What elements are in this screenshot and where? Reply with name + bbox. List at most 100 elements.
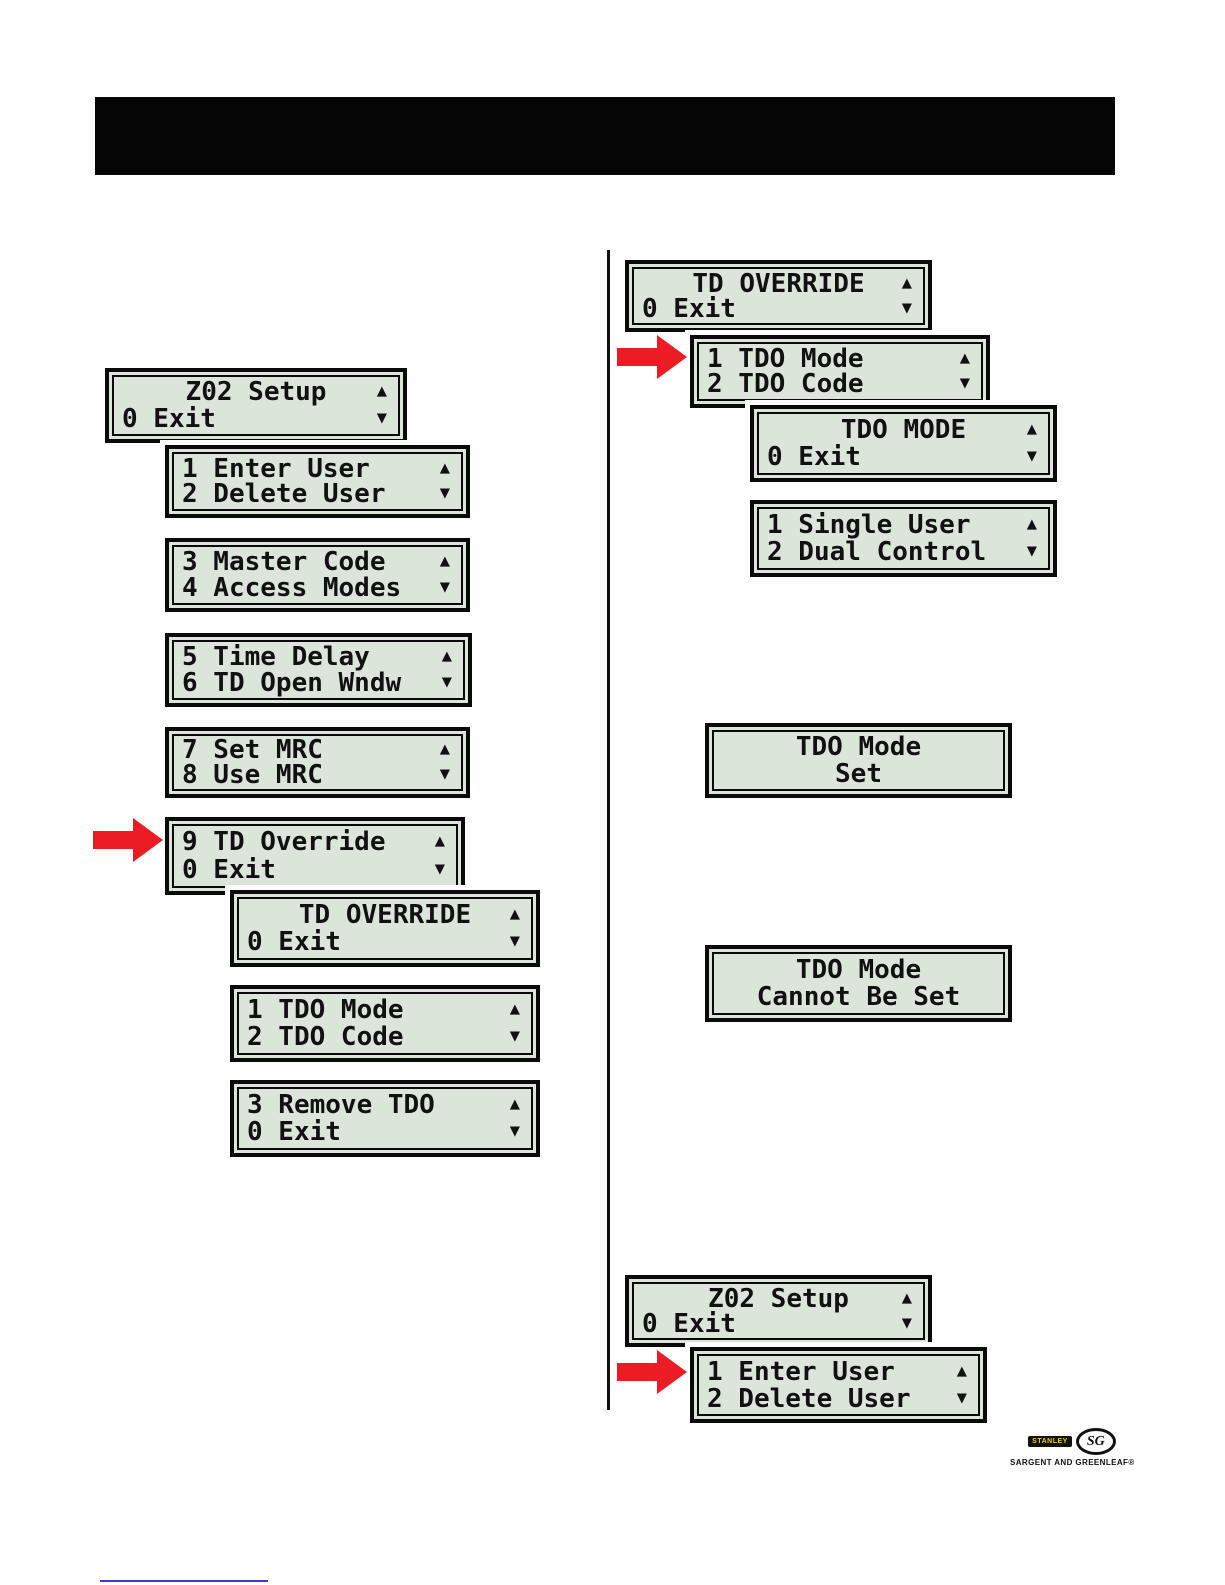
- lcd-frame: 1 Single User▲2 Dual Control▼: [750, 500, 1057, 577]
- lcd-line: 2 Delete User ▼: [707, 1383, 970, 1414]
- down-arrow-icon: ▼: [1026, 446, 1037, 467]
- lcd-text: 1 Enter User: [707, 1356, 895, 1387]
- lcd-text: Z02 Setup: [185, 377, 327, 408]
- down-arrow-icon: ▼: [959, 373, 970, 394]
- lcd-line: 0 Exit ▼: [642, 1308, 915, 1339]
- lcd-line: Z02 Setup▲: [122, 377, 390, 408]
- lcd-line: 0 Exit▼: [247, 1117, 523, 1147]
- arrow-head: [657, 335, 687, 379]
- lcd-line: 3 Master Code ▲: [182, 547, 453, 577]
- lcd-line: 0 Exit▼: [642, 294, 915, 324]
- lcd-text: 5 Time Delay: [182, 642, 370, 672]
- arrow-tail: [93, 831, 135, 849]
- up-arrow-icon: ▲: [509, 903, 520, 924]
- down-arrow-icon: ▼: [901, 1312, 912, 1333]
- lcd-remove-tdo: 3 Remove TDO ▲ 0 Exit▼: [225, 1075, 545, 1162]
- lcd-line: 0 Exit▼: [767, 442, 1040, 472]
- up-arrow-icon: ▲: [959, 347, 970, 368]
- lcd-frame: 9 TD Override ▲ 0 Exit▼: [165, 817, 465, 895]
- up-arrow-icon: ▲: [901, 272, 912, 293]
- lcd-text: 1 TDO Mode: [707, 343, 864, 374]
- stanley-badge: STANLEY: [1028, 1436, 1072, 1447]
- up-arrow-icon: ▲: [434, 830, 445, 851]
- lcd-line: Cannot Be Set: [722, 982, 995, 1012]
- lcd-line: TD OVERRIDE ▲: [247, 899, 523, 930]
- pointer-arrow-icon: [93, 818, 163, 862]
- lcd-frame: 3 Master Code▲4 Access Modes▼: [165, 538, 470, 612]
- lcd-text: 1 Enter User: [182, 453, 370, 484]
- arrow-head: [657, 1350, 687, 1394]
- arrow-tail: [617, 1363, 659, 1381]
- lcd-line: 5 Time Delay▲: [182, 642, 455, 672]
- lcd-line: TDO Mode: [722, 732, 995, 763]
- lcd-text: 2 Delete User: [707, 1383, 911, 1414]
- sg-monogram-text: SG: [1086, 1433, 1105, 1449]
- lcd-line: 1 TDO Mode ▲: [707, 343, 973, 374]
- down-arrow-icon: ▼: [509, 1121, 520, 1142]
- lcd-text: 1 Single User: [767, 509, 971, 540]
- lcd-text: 0 Exit: [122, 403, 216, 434]
- lcd-time-delay-td-open-wndw: 5 Time Delay▲6 TD Open Wndw▼: [160, 628, 477, 712]
- lcd-line: Set: [722, 758, 995, 789]
- lcd-text: 9 TD Override: [182, 827, 386, 857]
- logo-marks: STANLEY SG: [1010, 1428, 1134, 1455]
- down-arrow-icon: ▼: [956, 1387, 967, 1408]
- pointer-arrow-icon: [617, 335, 687, 379]
- lcd-text: Z02 Setup: [708, 1283, 849, 1314]
- lcd-text: TDO Mode: [795, 954, 922, 985]
- lcd-line: 8 Use MRC▼: [182, 759, 453, 790]
- lcd-text: TD OVERRIDE: [298, 899, 472, 930]
- lcd-line: 0 Exit▼: [182, 855, 448, 885]
- lcd-td-override-title-right: TD OVERRIDE ▲0 Exit▼: [620, 255, 937, 337]
- lcd-text: 3 Master Code: [182, 547, 386, 577]
- up-arrow-icon: ▲: [901, 1287, 912, 1308]
- lcd-text: 0 Exit: [182, 855, 276, 885]
- lcd-display: 1 Single User▲2 Dual Control▼: [757, 507, 1050, 570]
- lcd-enter-delete-user-right: 1 Enter User▲2 Delete User▼: [685, 1342, 992, 1428]
- lcd-single-user-dual-control: 1 Single User▲2 Dual Control▼: [745, 495, 1062, 582]
- up-arrow-icon: ▲: [439, 550, 450, 571]
- lcd-line: 9 TD Override ▲: [182, 827, 448, 857]
- lcd-td-override-title-left: TD OVERRIDE▲0 Exit▼: [225, 885, 545, 972]
- up-arrow-icon: ▲: [509, 1093, 520, 1114]
- lcd-frame: 1 TDO Mode▲2 TDO Code▼: [230, 985, 540, 1062]
- lcd-display: Z02 Setup ▲ 0 Exit ▼: [632, 1282, 925, 1340]
- lcd-frame: 7 Set MRC▲8 Use MRC▼: [165, 727, 470, 798]
- lcd-text: 8 Use MRC: [182, 759, 323, 790]
- lcd-display: TD OVERRIDE▲0 Exit▼: [237, 897, 533, 960]
- up-arrow-icon: ▲: [509, 998, 520, 1019]
- up-arrow-icon: ▲: [439, 457, 450, 478]
- lcd-text: TD OVERRIDE: [692, 268, 865, 299]
- lcd-text: 0 Exit: [642, 1308, 736, 1339]
- lcd-text: 3 Remove TDO: [247, 1089, 435, 1120]
- lcd-text: TDO MODE: [840, 414, 967, 445]
- lcd-line: 1 Enter User ▲: [182, 453, 453, 484]
- sg-monogram-icon: SG: [1075, 1428, 1116, 1455]
- footer-link-rule: [100, 1580, 268, 1582]
- lcd-frame: 1 Enter User▲2 Delete User▼: [690, 1347, 987, 1423]
- lcd-display: 1 TDO Mode▲2 TDO Code▼: [237, 992, 533, 1055]
- lcd-line: 3 Remove TDO ▲: [247, 1089, 523, 1120]
- lcd-display: 1 Enter User▲2 Delete User▼: [172, 452, 463, 511]
- lcd-line: TDO MODE ▲: [767, 414, 1040, 445]
- lcd-text: Set: [835, 758, 882, 789]
- lcd-display: 1 Enter User▲2 Delete User▼: [697, 1354, 980, 1416]
- lcd-master-code-access-modes: 3 Master Code▲4 Access Modes▼: [160, 533, 475, 617]
- up-arrow-icon: ▲: [439, 739, 450, 760]
- lcd-line: 7 Set MRC▲: [182, 735, 453, 765]
- lcd-text: TDO Mode: [795, 732, 922, 763]
- sargent-greenleaf-logo: STANLEY SG SARGENT AND GREENLEAF®: [1010, 1428, 1134, 1467]
- lcd-frame: 3 Remove TDO ▲ 0 Exit▼: [230, 1080, 540, 1157]
- up-arrow-icon: ▲: [1026, 418, 1037, 439]
- lcd-display: 3 Master Code▲4 Access Modes▼: [172, 545, 463, 605]
- lcd-tdo-mode-code-left: 1 TDO Mode▲2 TDO Code▼: [225, 980, 545, 1067]
- down-arrow-icon: ▼: [439, 483, 450, 504]
- lcd-line: 6 TD Open Wndw▼: [182, 668, 455, 698]
- lcd-line: 0 Exit▼: [122, 403, 390, 434]
